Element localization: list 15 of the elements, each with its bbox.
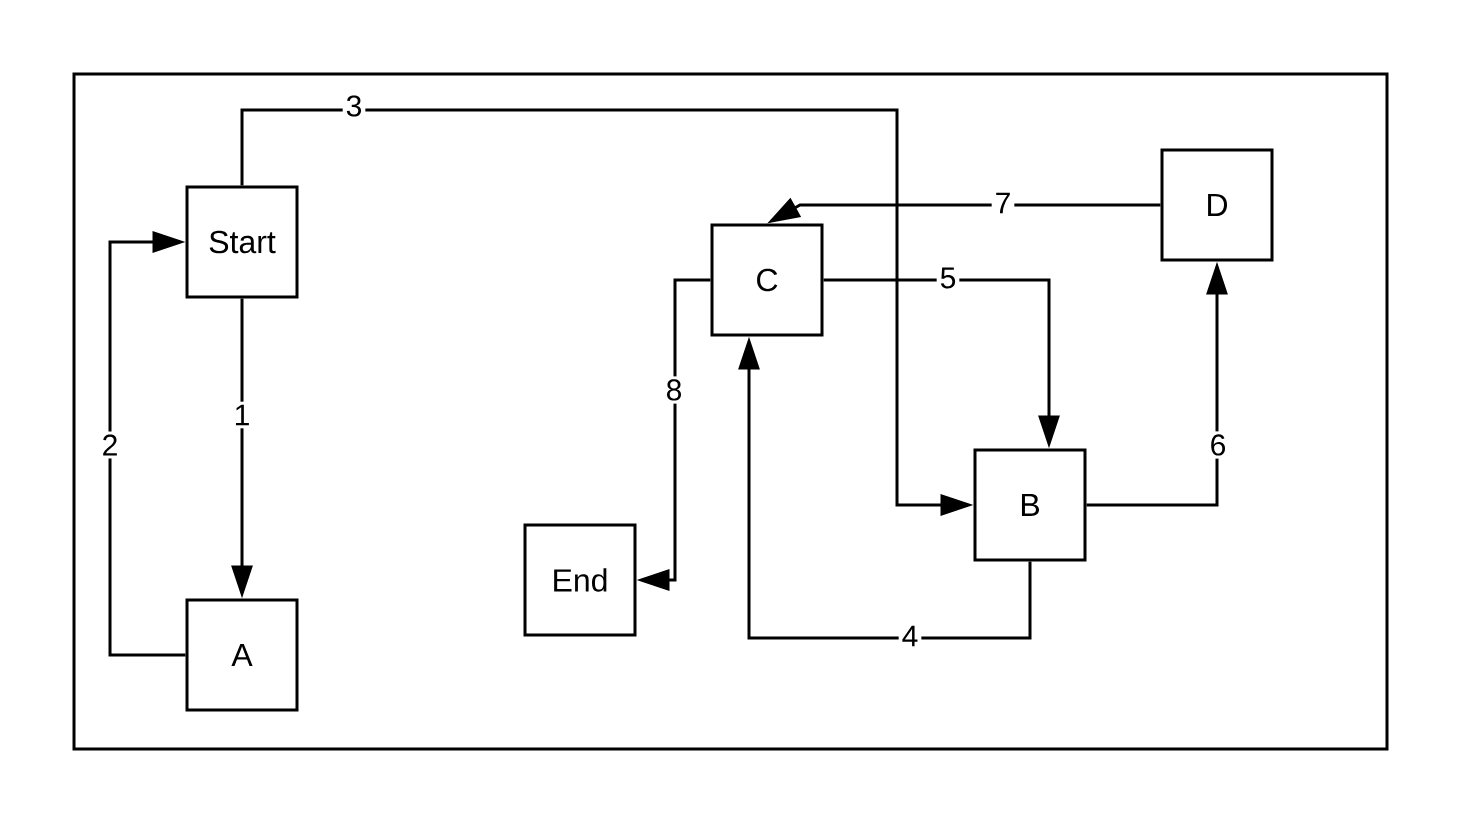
- edge-label: 5: [936, 264, 960, 292]
- edge-label: 3: [342, 92, 366, 120]
- edge-label: 7: [991, 189, 1015, 217]
- edge-label: 2: [98, 431, 122, 459]
- edge-label: 6: [1206, 431, 1230, 459]
- arrow: [108, 231, 186, 657]
- process-box: C: [710, 223, 824, 337]
- process-box: B: [973, 448, 1087, 562]
- edge-label: 1: [230, 401, 254, 429]
- process-box: End: [523, 523, 637, 637]
- process-box: Start: [185, 185, 299, 299]
- process-box: D: [1160, 148, 1274, 262]
- process-box: A: [185, 598, 299, 712]
- edge-label: 8: [662, 376, 686, 404]
- edge-label: 4: [898, 622, 922, 650]
